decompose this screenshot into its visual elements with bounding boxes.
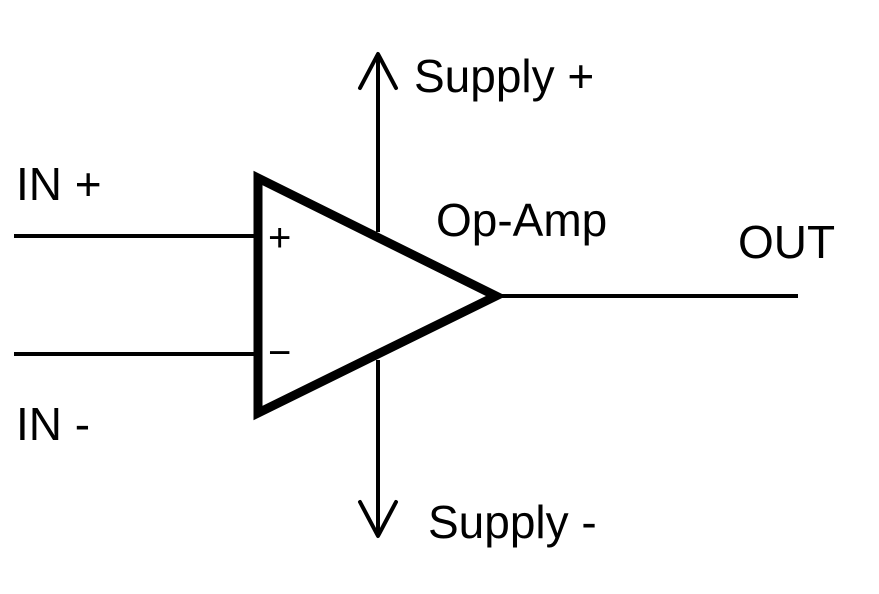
op-amp-label: Op-Amp (436, 194, 607, 246)
in-minus-label: IN - (16, 398, 90, 450)
supply-minus-label: Supply - (428, 496, 597, 548)
supply-plus-arrow-icon (358, 52, 398, 90)
in-plus-label: IN + (16, 158, 102, 210)
op-amp-triangle (253, 170, 507, 421)
minus-input-symbol: − (268, 331, 291, 375)
supply-plus-label: Supply + (414, 50, 594, 102)
supply-minus-arrow-icon (358, 500, 398, 538)
plus-input-symbol: + (268, 216, 291, 260)
out-label: OUT (738, 216, 835, 268)
